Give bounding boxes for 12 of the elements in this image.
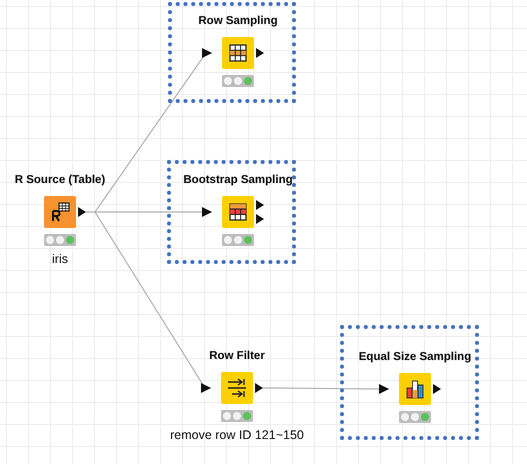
node-title: Row Filter — [209, 349, 265, 364]
connector-arrow — [262, 384, 390, 394]
annotation-frame — [167, 160, 296, 264]
connector-arrow — [86, 212, 212, 393]
annotation-frame — [168, 2, 296, 103]
node-title: R Source (Table) — [14, 173, 106, 188]
node-caption: iris — [52, 252, 68, 266]
node-title: Equal Size Sampling — [358, 350, 472, 365]
node-title: Bootstrap Sampling — [183, 173, 293, 188]
annotation-frame — [340, 325, 479, 440]
node-title: Row Sampling — [198, 14, 278, 29]
node-caption: remove row ID 121~150 — [170, 428, 304, 442]
